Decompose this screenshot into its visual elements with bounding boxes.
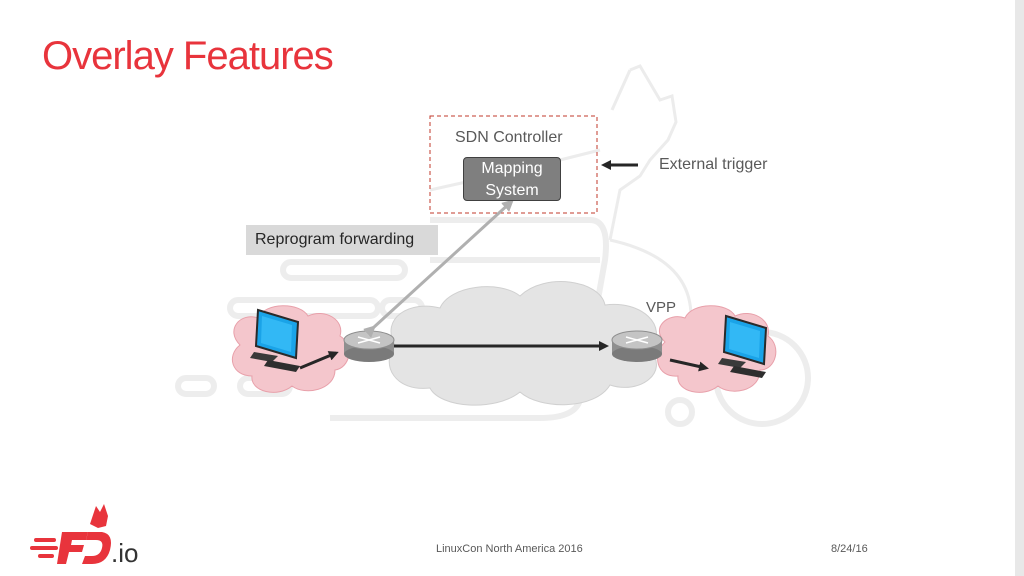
reprogram-arrow — [363, 199, 514, 338]
sdn-controller-label: SDN Controller — [455, 129, 563, 146]
fd-io-logo — [30, 504, 111, 564]
router-icon — [343, 330, 395, 362]
router-to-host-arrow — [669, 358, 709, 372]
computer-icon — [718, 314, 768, 378]
mapping-system-box: Mapping System — [463, 157, 561, 201]
sdn-controller-box — [429, 115, 598, 214]
mapping-system-label-line2: System — [485, 182, 539, 199]
reprogram-forwarding-label: Reprogram forwarding — [246, 225, 438, 255]
slide-title: Overlay Features — [42, 34, 334, 78]
right-edge-bar — [1015, 0, 1024, 576]
computer-icon — [250, 308, 300, 372]
footer-date: 8/24/16 — [831, 543, 868, 555]
host-to-router-arrow — [299, 351, 339, 370]
logo-suffix: .io — [111, 538, 139, 568]
mapping-system-label-line1: Mapping — [481, 160, 543, 177]
vpp-label: VPP — [646, 299, 677, 316]
footer-event: LinuxCon North America 2016 — [436, 543, 583, 555]
external-trigger-label: External trigger — [659, 156, 768, 173]
router-icon — [611, 330, 663, 362]
